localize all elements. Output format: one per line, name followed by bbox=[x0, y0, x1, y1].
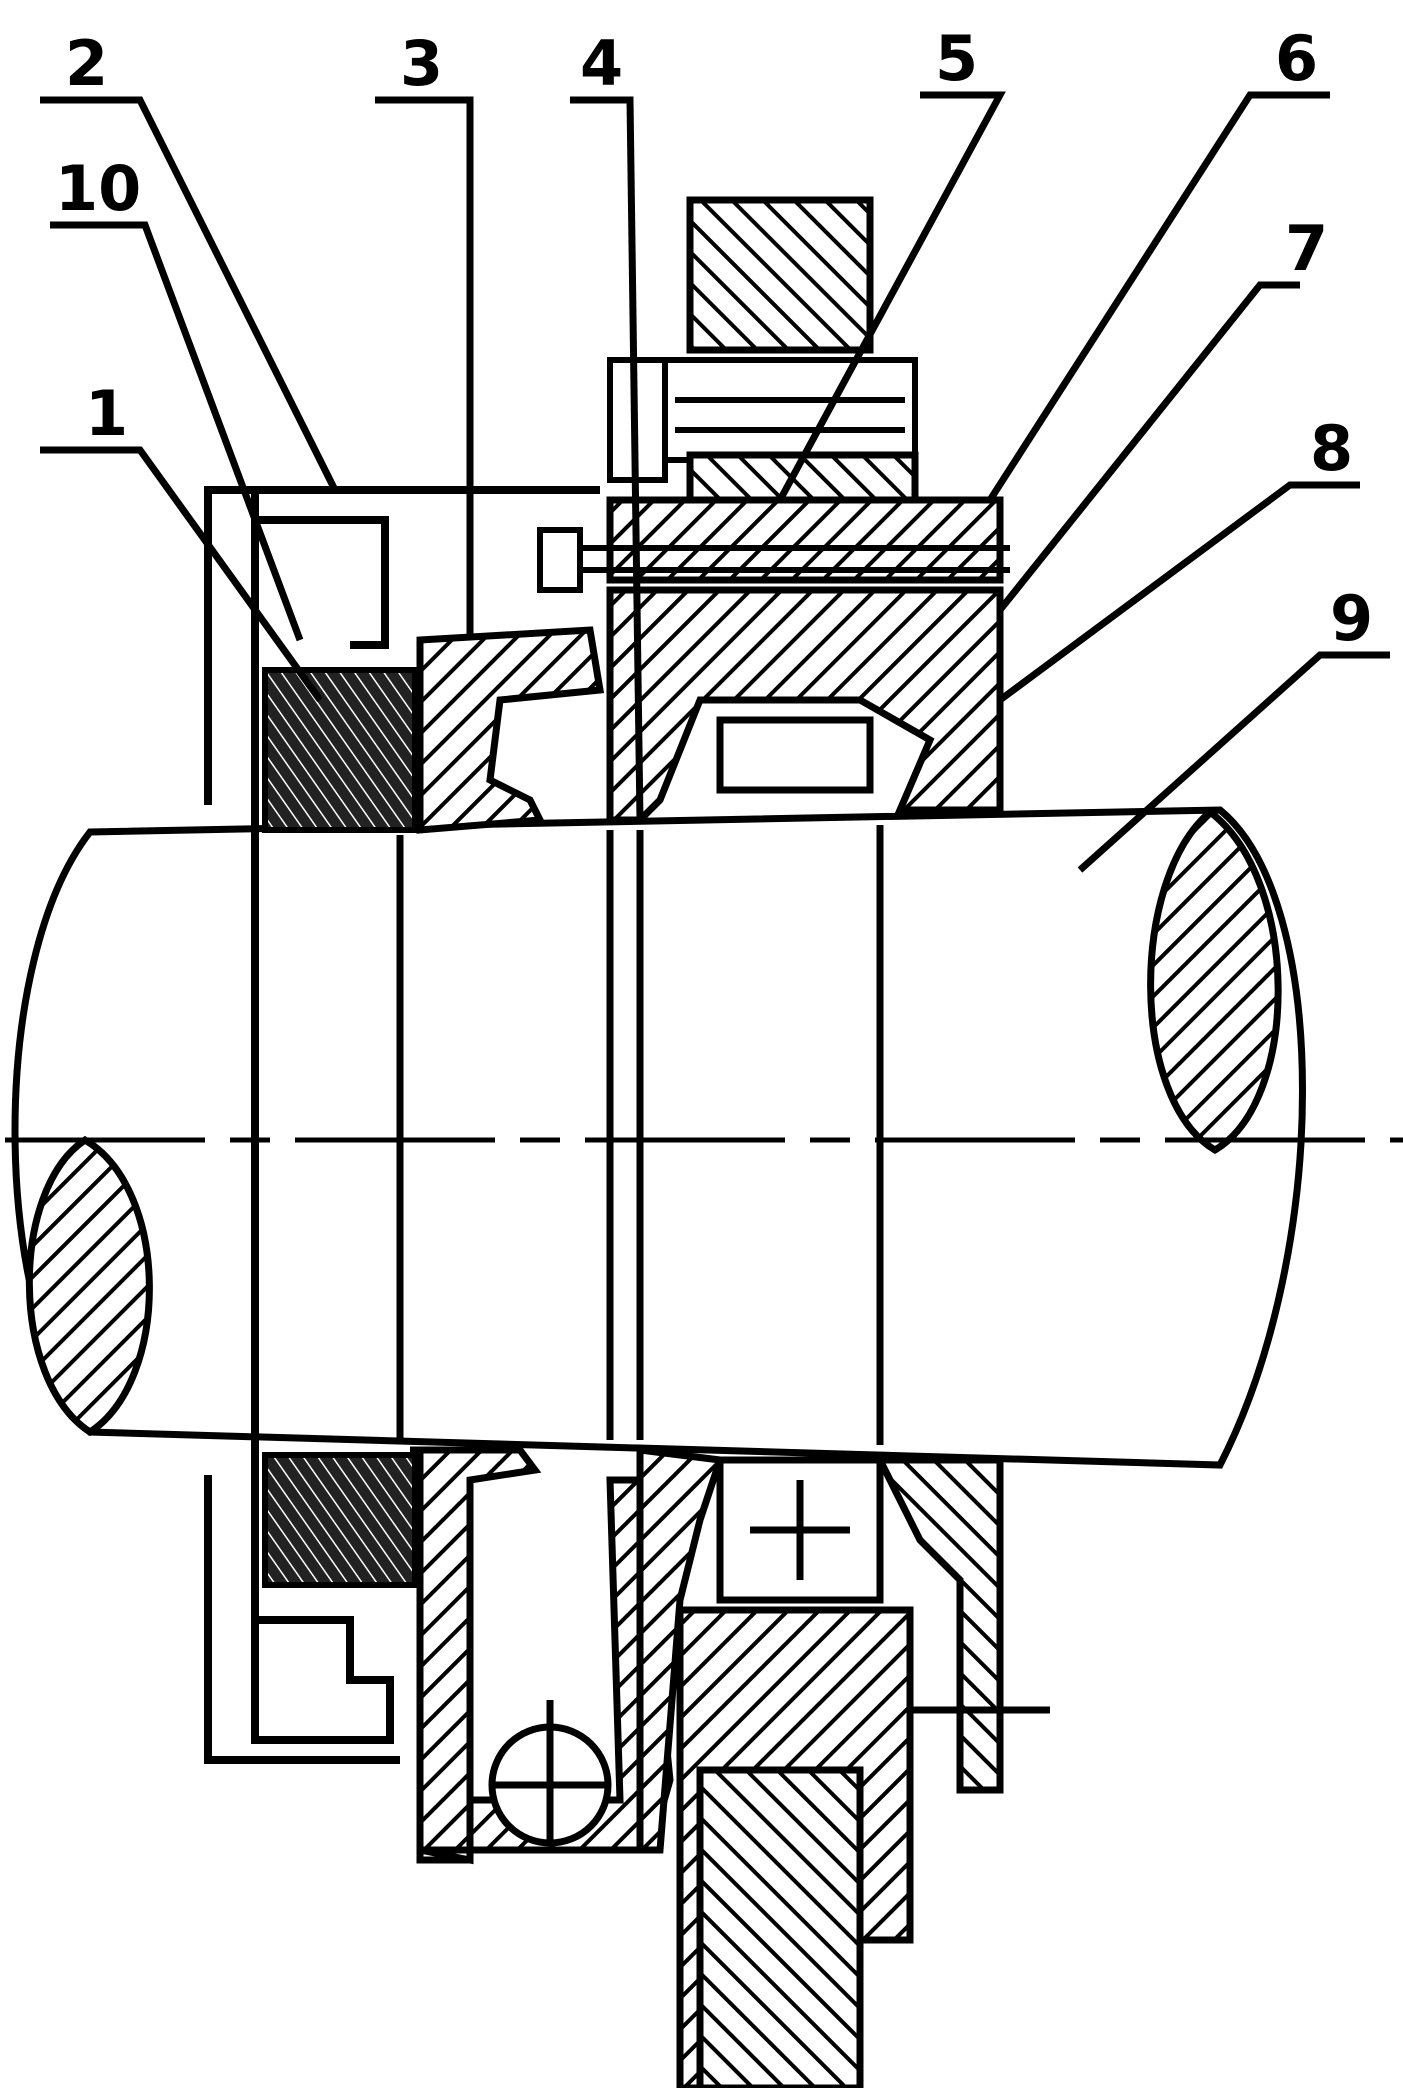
label-3: 3 bbox=[400, 27, 443, 100]
label-8: 8 bbox=[1310, 412, 1353, 485]
packing-rings bbox=[262, 667, 418, 1588]
label-9: 9 bbox=[1330, 582, 1373, 655]
leader-lines bbox=[40, 91, 1390, 873]
label-7: 7 bbox=[1285, 212, 1328, 285]
leader-3 bbox=[375, 96, 474, 640]
leader-1 bbox=[40, 446, 323, 703]
seal-components bbox=[606, 496, 1004, 1854]
label-4: 4 bbox=[580, 27, 623, 100]
shaft-section-left bbox=[25, 1135, 153, 1437]
label-10: 10 bbox=[55, 152, 141, 225]
leader-6 bbox=[987, 91, 1330, 502]
leader-5 bbox=[776, 91, 1006, 502]
base-plate bbox=[676, 196, 1050, 2088]
part-labels: 2 3 4 5 6 10 7 1 8 9 bbox=[55, 22, 1373, 655]
leader-9 bbox=[1077, 651, 1390, 873]
leader-8 bbox=[997, 481, 1360, 703]
shaft-section-right bbox=[1147, 807, 1282, 1155]
leader-4 bbox=[570, 96, 644, 821]
leader-7 bbox=[997, 281, 1300, 613]
leader-10 bbox=[50, 221, 304, 642]
leader-2 bbox=[40, 96, 339, 492]
label-5: 5 bbox=[935, 22, 978, 95]
label-1: 1 bbox=[85, 377, 128, 450]
label-6: 6 bbox=[1275, 22, 1318, 95]
label-2: 2 bbox=[65, 27, 108, 100]
